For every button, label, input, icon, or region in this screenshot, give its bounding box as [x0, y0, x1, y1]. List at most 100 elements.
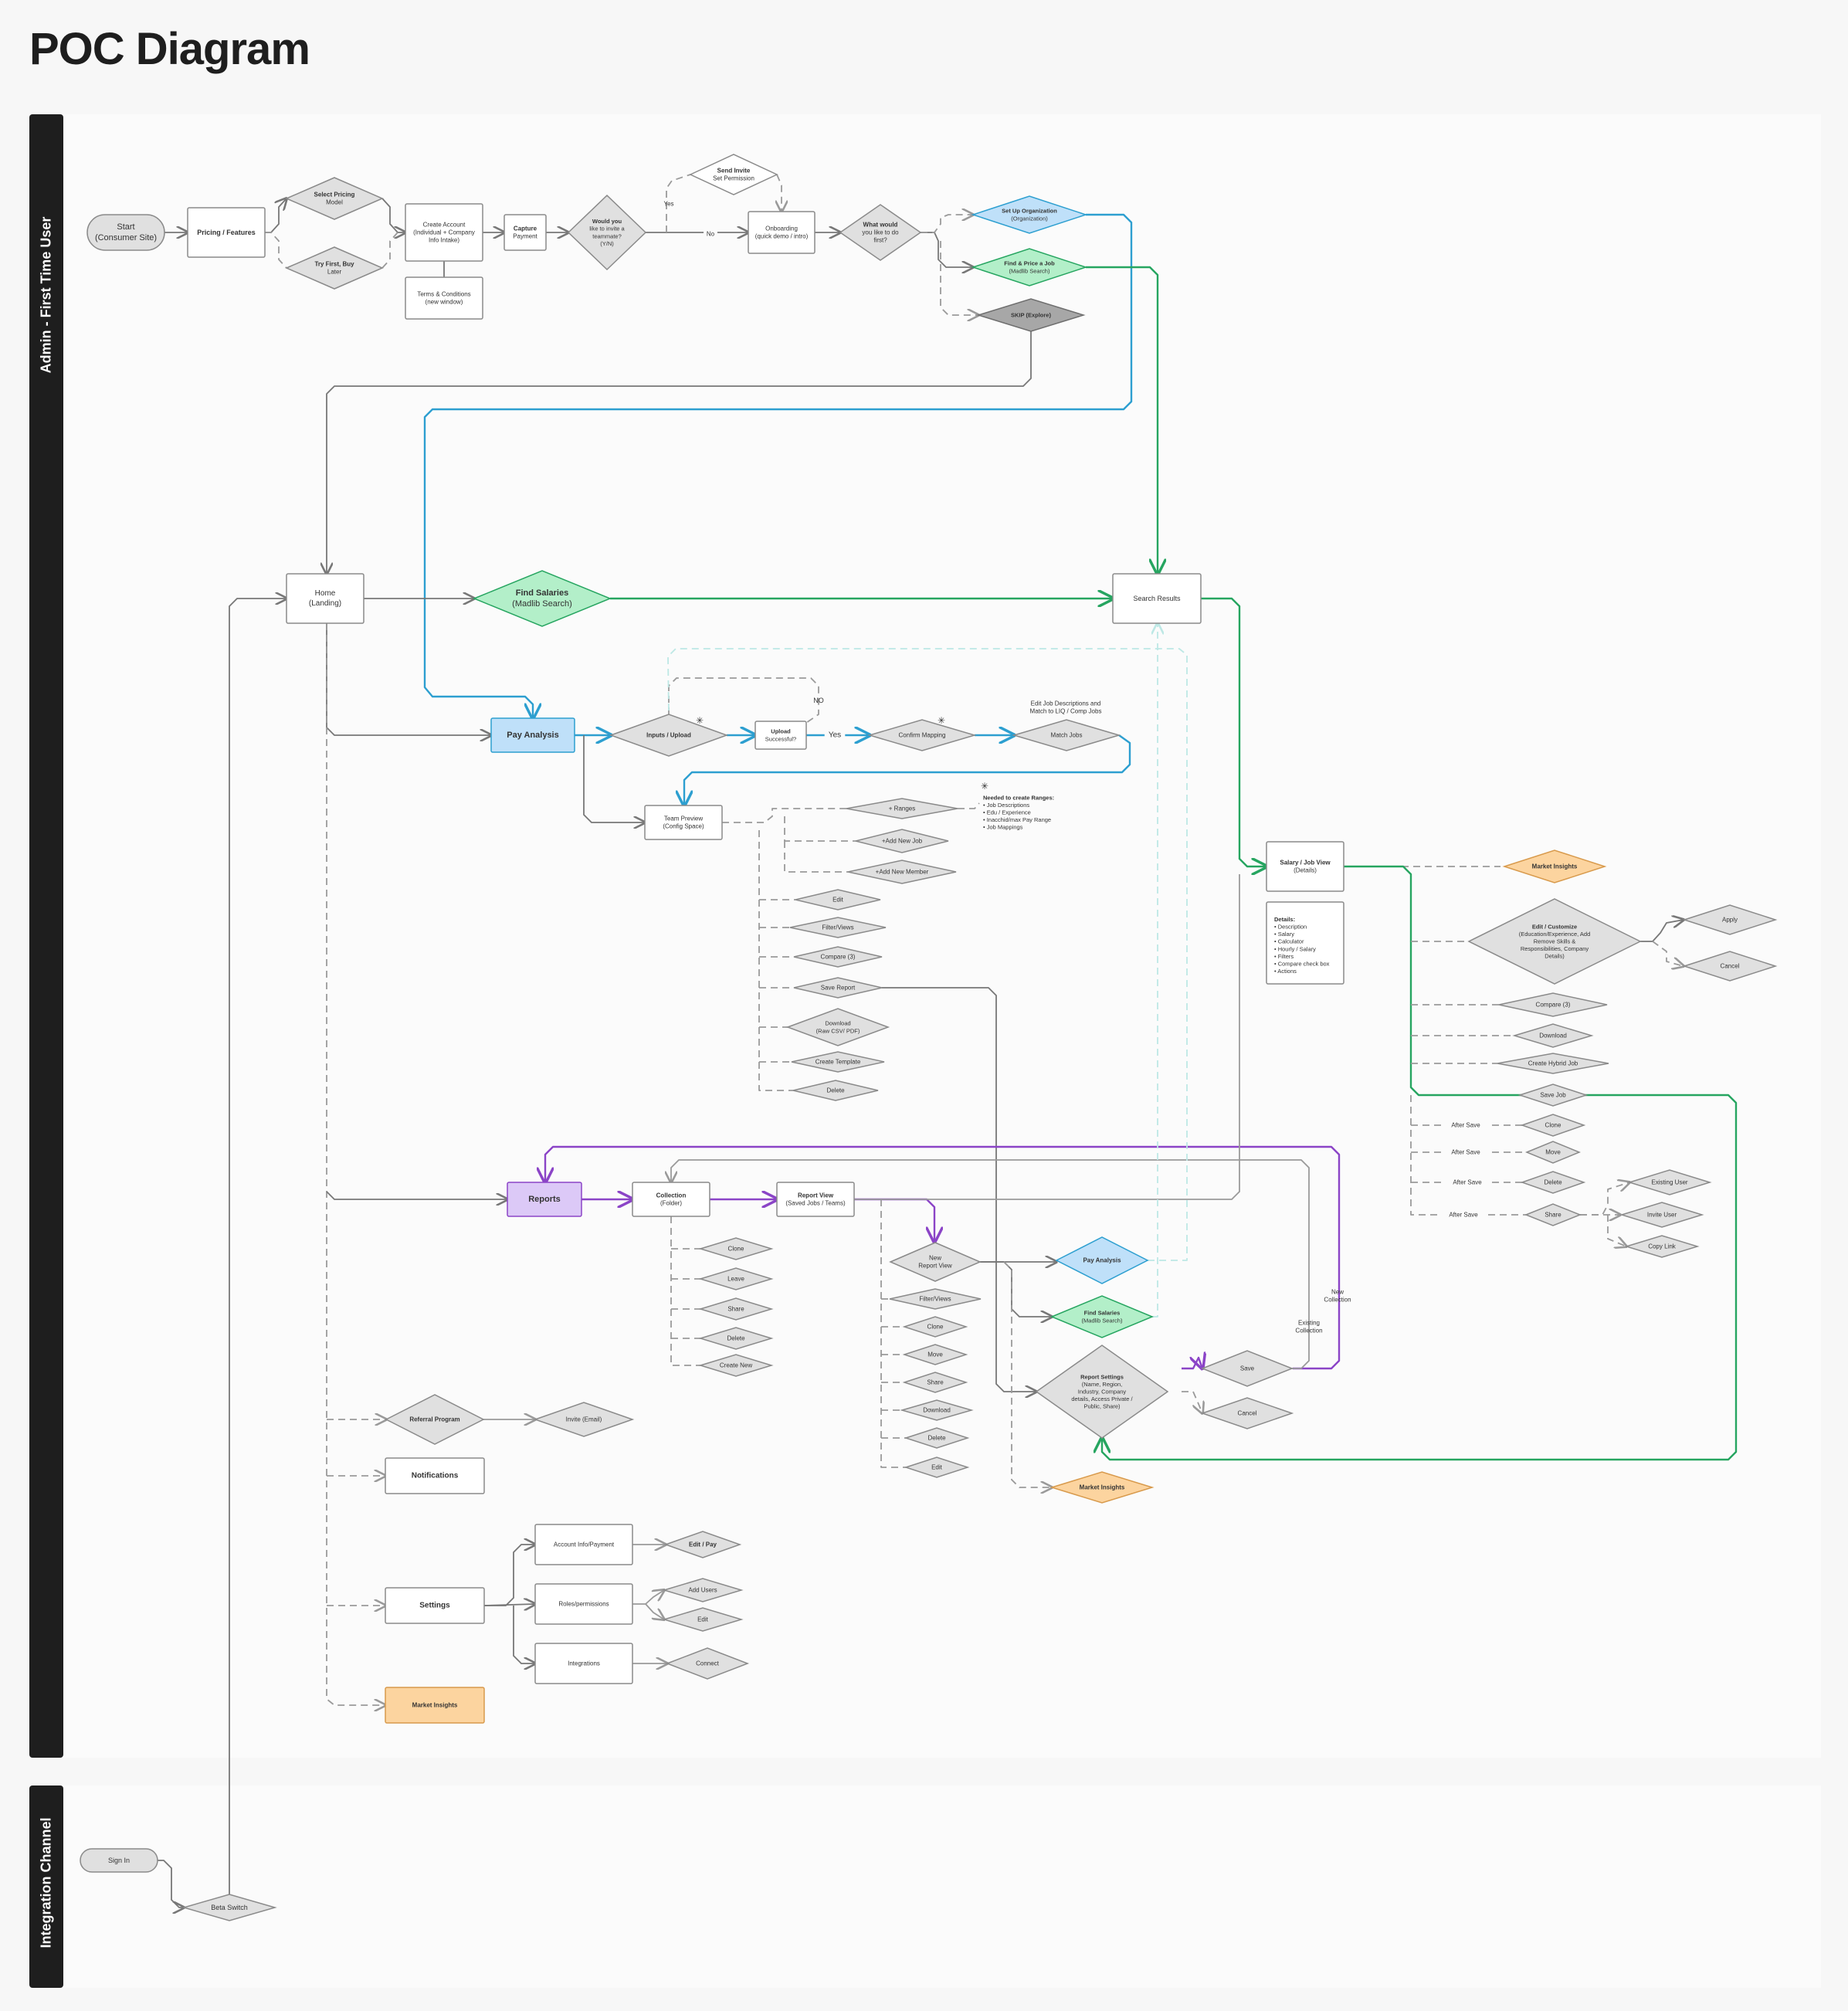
node-c-create[interactable]: Create New — [698, 1354, 774, 1377]
node-referral[interactable]: Referral Program — [385, 1394, 485, 1445]
node-copy-link[interactable]: Copy Link — [1624, 1235, 1700, 1258]
node-reports[interactable]: Reports — [507, 1182, 582, 1217]
node-tp-compare-text-0: Compare (3) — [821, 954, 856, 961]
node-team-preview[interactable]: Team Preview(Config Space) — [644, 805, 723, 840]
node-r-edit[interactable]: Edit — [904, 1457, 970, 1478]
node-tp-template[interactable]: Create Template — [791, 1051, 885, 1073]
node-r-pay-analysis[interactable]: Pay Analysis — [1055, 1236, 1149, 1284]
node-sv-share[interactable]: Share — [1524, 1203, 1582, 1226]
node-sv-download[interactable]: Download — [1512, 1023, 1594, 1048]
node-settings[interactable]: Settings — [385, 1587, 485, 1624]
connector-16 — [1086, 266, 1158, 574]
node-c-delete[interactable]: Delete — [698, 1327, 774, 1350]
node-skip[interactable]: SKIP (Explore) — [976, 298, 1086, 332]
node-r-clone[interactable]: Clone — [902, 1316, 968, 1338]
node-beta-switch[interactable]: Beta Switch — [181, 1894, 277, 1921]
node-invite-email[interactable]: Invite (Email) — [533, 1402, 635, 1437]
node-c-clone[interactable]: Clone — [698, 1237, 774, 1260]
node-invite-user[interactable]: Invite User — [1619, 1202, 1704, 1228]
node-sv-save-job[interactable]: Save Job — [1517, 1083, 1589, 1107]
edge-label-after-save-3: After Save — [1445, 1177, 1490, 1188]
node-ranges[interactable]: + Ranges — [846, 798, 958, 819]
node-add-member[interactable]: +Add New Member — [847, 860, 957, 884]
node-tp-edit[interactable]: Edit — [795, 889, 881, 911]
edge-label-after-save-2-text-0: After Save — [1451, 1149, 1480, 1156]
node-onboarding[interactable]: Onboarding(quick demo / intro) — [748, 211, 815, 254]
node-home[interactable]: Home(Landing) — [286, 573, 365, 624]
node-edit-pay[interactable]: Edit / Pay — [663, 1531, 742, 1558]
node-roles[interactable]: Roles/permissions — [534, 1583, 633, 1625]
node-apply[interactable]: Apply — [1682, 904, 1778, 935]
node-account-info[interactable]: Account Info/Payment — [534, 1524, 633, 1565]
node-edit-customize[interactable]: Edit / Customize(Education/Experience, A… — [1467, 898, 1642, 985]
node-match-jobs[interactable]: Match Jobs — [1012, 719, 1121, 751]
node-terms-text-1: (new window) — [426, 299, 463, 306]
node-c-leave[interactable]: Leave — [698, 1267, 774, 1290]
node-tp-save-report[interactable]: Save Report — [793, 977, 883, 999]
node-search-results[interactable]: Search Results — [1112, 573, 1202, 624]
node-notifications[interactable]: Notifications — [385, 1457, 485, 1494]
node-rs-cancel[interactable]: Cancel — [1200, 1397, 1294, 1429]
node-rs-save[interactable]: Save — [1200, 1350, 1294, 1387]
node-r-find-salaries[interactable]: Find Salaries(Madlib Search) — [1050, 1295, 1154, 1338]
node-r-filter[interactable]: Filter/Views — [889, 1288, 982, 1310]
node-sv-hybrid[interactable]: Create Hybrid Job — [1497, 1053, 1609, 1074]
node-r-delete[interactable]: Delete — [904, 1427, 970, 1449]
node-rs-cancel-shape — [1200, 1397, 1294, 1429]
edge-label-yes-upload-text-0: Yes — [829, 731, 841, 740]
node-tp-delete[interactable]: Delete — [792, 1080, 879, 1101]
node-setup-org[interactable]: Set Up Organization(Organization) — [971, 195, 1088, 234]
node-confirm-mapping[interactable]: Confirm Mapping — [867, 719, 977, 751]
node-sv-clone[interactable]: Clone — [1520, 1114, 1586, 1137]
node-c-share[interactable]: Share — [698, 1297, 774, 1321]
node-rs-save-text-0: Save — [1240, 1365, 1255, 1372]
node-invite-q-text-0: Would you — [592, 218, 622, 225]
node-sv-delete[interactable]: Delete — [1520, 1171, 1586, 1194]
node-roles-edit[interactable]: Edit — [662, 1607, 744, 1632]
node-tp-edit-text-0: Edit — [832, 897, 844, 904]
node-sign-in[interactable]: Sign In — [80, 1848, 158, 1873]
node-r-move[interactable]: Move — [902, 1344, 968, 1365]
node-start[interactable]: Start(Consumer Site) — [86, 214, 165, 251]
node-existing-user[interactable]: Existing User — [1627, 1169, 1712, 1195]
node-sv-compare[interactable]: Compare (3) — [1498, 992, 1608, 1017]
node-integrations[interactable]: Integrations — [534, 1643, 633, 1684]
node-terms[interactable]: Terms & Conditions (new window) — [405, 276, 483, 320]
node-find-salaries[interactable]: Find Salaries(Madlib Search) — [473, 570, 612, 627]
node-r-download[interactable]: Download — [900, 1399, 974, 1421]
node-report-settings[interactable]: Report Settings(Name, Region,Industry, C… — [1035, 1345, 1169, 1439]
node-salary-view[interactable]: Salary / Job View(Details) — [1266, 841, 1344, 892]
node-cancel-1[interactable]: Cancel — [1682, 951, 1778, 982]
node-report-view[interactable]: Report View(Saved Jobs / Teams) — [776, 1182, 855, 1217]
node-setup-org-shape — [971, 195, 1088, 234]
node-create-account[interactable]: Create Account(Individual + CompanyInfo … — [405, 203, 483, 262]
node-find-price[interactable]: Find & Price a Job(Madlib Search) — [971, 248, 1088, 287]
node-sv-move[interactable]: Move — [1525, 1141, 1581, 1164]
node-tp-download[interactable]: Download(Raw CSV/ PDF) — [785, 1008, 890, 1046]
node-inputs-upload[interactable]: Inputs / Upload — [609, 714, 729, 757]
node-market-insights-2[interactable]: Market Insights — [1049, 1471, 1155, 1504]
node-connect[interactable]: Connect — [665, 1647, 750, 1680]
connector-22 — [326, 623, 385, 1705]
node-pricing[interactable]: Pricing / Features — [187, 207, 266, 258]
node-terms-text-0: Terms & Conditions — [417, 290, 470, 297]
node-market-insights-3[interactable]: Market Insights — [385, 1687, 485, 1724]
node-pay-analysis[interactable]: Pay Analysis — [490, 717, 575, 753]
node-collection[interactable]: Collection(Folder) — [632, 1182, 710, 1217]
node-market-insights-1[interactable]: Market Insights — [1502, 850, 1607, 883]
node-tp-compare[interactable]: Compare (3) — [793, 946, 883, 968]
node-tp-filter-text-0: Filter/Views — [822, 924, 853, 931]
node-add-users[interactable]: Add Users — [662, 1578, 744, 1602]
node-tp-filter[interactable]: Filter/Views — [789, 917, 887, 938]
node-r-share[interactable]: Share — [902, 1372, 968, 1393]
node-add-job[interactable]: +Add New Job — [855, 829, 949, 853]
